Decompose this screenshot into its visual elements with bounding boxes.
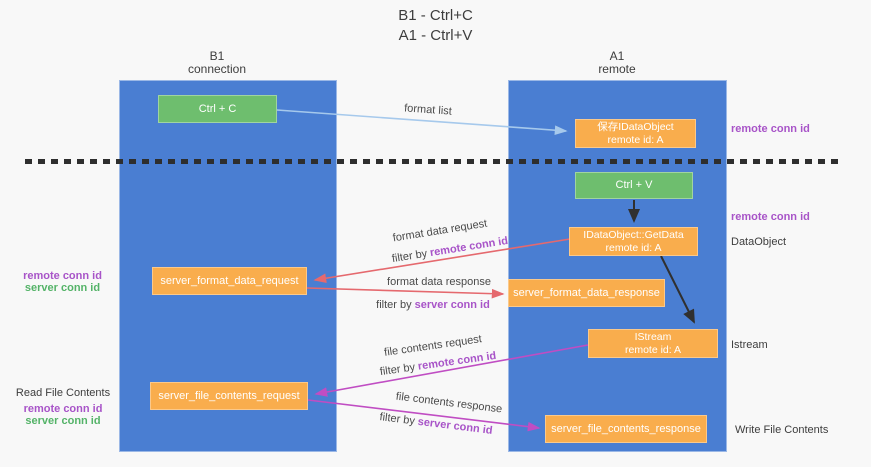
title-line-2: A1 - Ctrl+V (398, 27, 473, 44)
node-ctrl-v-label: Ctrl + V (615, 179, 653, 191)
node-server-file-contents-request: server_file_contents_request (150, 382, 308, 410)
format-list-label: format list (403, 102, 453, 118)
read-file-contents-label: Read File Contents (15, 387, 111, 399)
node-istream: IStream remote id: A (588, 329, 718, 358)
node-istream-line1: IStream (634, 330, 672, 343)
right-remote-conn-id-top-label: remote conn id (731, 123, 810, 135)
left-server-conn-id-bottom-label: server conn id (25, 415, 101, 427)
lane-a1-subtitle: remote (598, 62, 636, 76)
left-server-conn-id-top-label: server conn id (24, 282, 101, 294)
node-ctrl-v: Ctrl + V (575, 172, 693, 199)
istream-side-label: Istream (731, 339, 768, 351)
lane-b1-name: B1 (209, 49, 225, 63)
lane-a1-name: A1 (609, 49, 625, 63)
left-remote-conn-id-bottom-label: remote conn id (23, 403, 103, 415)
node-server-format-data-request: server_format_data_request (152, 267, 307, 295)
node-save-idataobject: 保存IDataObject remote id: A (575, 119, 696, 148)
remote-conn-id-text-1: remote conn id (429, 234, 509, 260)
server-conn-id-text-1: server conn id (414, 299, 490, 311)
diagram-title: B1 - Ctrl+C A1 - Ctrl+V (0, 6, 871, 46)
remote-conn-id-text-2: remote conn id (417, 349, 497, 373)
write-file-contents-label: Write File Contents (735, 424, 829, 436)
title-line-1: B1 - Ctrl+C (398, 7, 473, 24)
filter-by-text-1: filter by (391, 247, 429, 266)
node-save-idataobject-line2: remote id: A (607, 133, 664, 146)
server-conn-id-text-2: server conn id (417, 415, 494, 437)
node-server-format-data-response: server_format_data_response (508, 279, 665, 307)
lane-b1-header: B1 connection (157, 50, 277, 76)
lane-a1-header: A1 remote (557, 50, 677, 76)
lane-b1-subtitle: connection (187, 62, 247, 76)
left-remote-conn-id-top-label: remote conn id (23, 270, 102, 282)
node-server-format-data-request-label: server_format_data_request (160, 274, 299, 287)
left-conn-id-block-bottom: Read File Contents remote conn id server… (8, 387, 118, 427)
node-getdata-line1: IDataObject::GetData (583, 228, 684, 241)
filter-by-text-4: filter by (378, 411, 416, 428)
left-conn-id-block-top: remote conn id server conn id (10, 270, 115, 294)
dataobject-label: DataObject (731, 236, 787, 248)
node-istream-line2: remote id: A (624, 343, 682, 356)
right-remote-conn-id-mid-label: remote conn id (731, 211, 810, 223)
node-idataobject-getdata: IDataObject::GetData remote id: A (569, 227, 698, 256)
filter-by-text-3: filter by (379, 361, 416, 379)
node-server-file-contents-response: server_file_contents_response (545, 415, 707, 443)
node-ctrl-c-label: Ctrl + C (198, 102, 237, 115)
node-server-file-contents-response-label: server_file_contents_response (551, 422, 701, 435)
node-getdata-line2: remote id: A (605, 241, 662, 254)
format-data-response-label: format data response (387, 276, 491, 288)
node-save-idataobject-line1: 保存IDataObject (597, 120, 674, 133)
node-server-format-data-response-label: server_format_data_response (513, 286, 660, 299)
file-contents-response-label: file contents response (395, 390, 503, 416)
node-ctrl-c: Ctrl + C (158, 95, 277, 123)
divider-dashed-line (25, 159, 838, 164)
filter-by-text-2: filter by (376, 299, 412, 311)
node-server-file-contents-request-label: server_file_contents_request (158, 389, 300, 402)
